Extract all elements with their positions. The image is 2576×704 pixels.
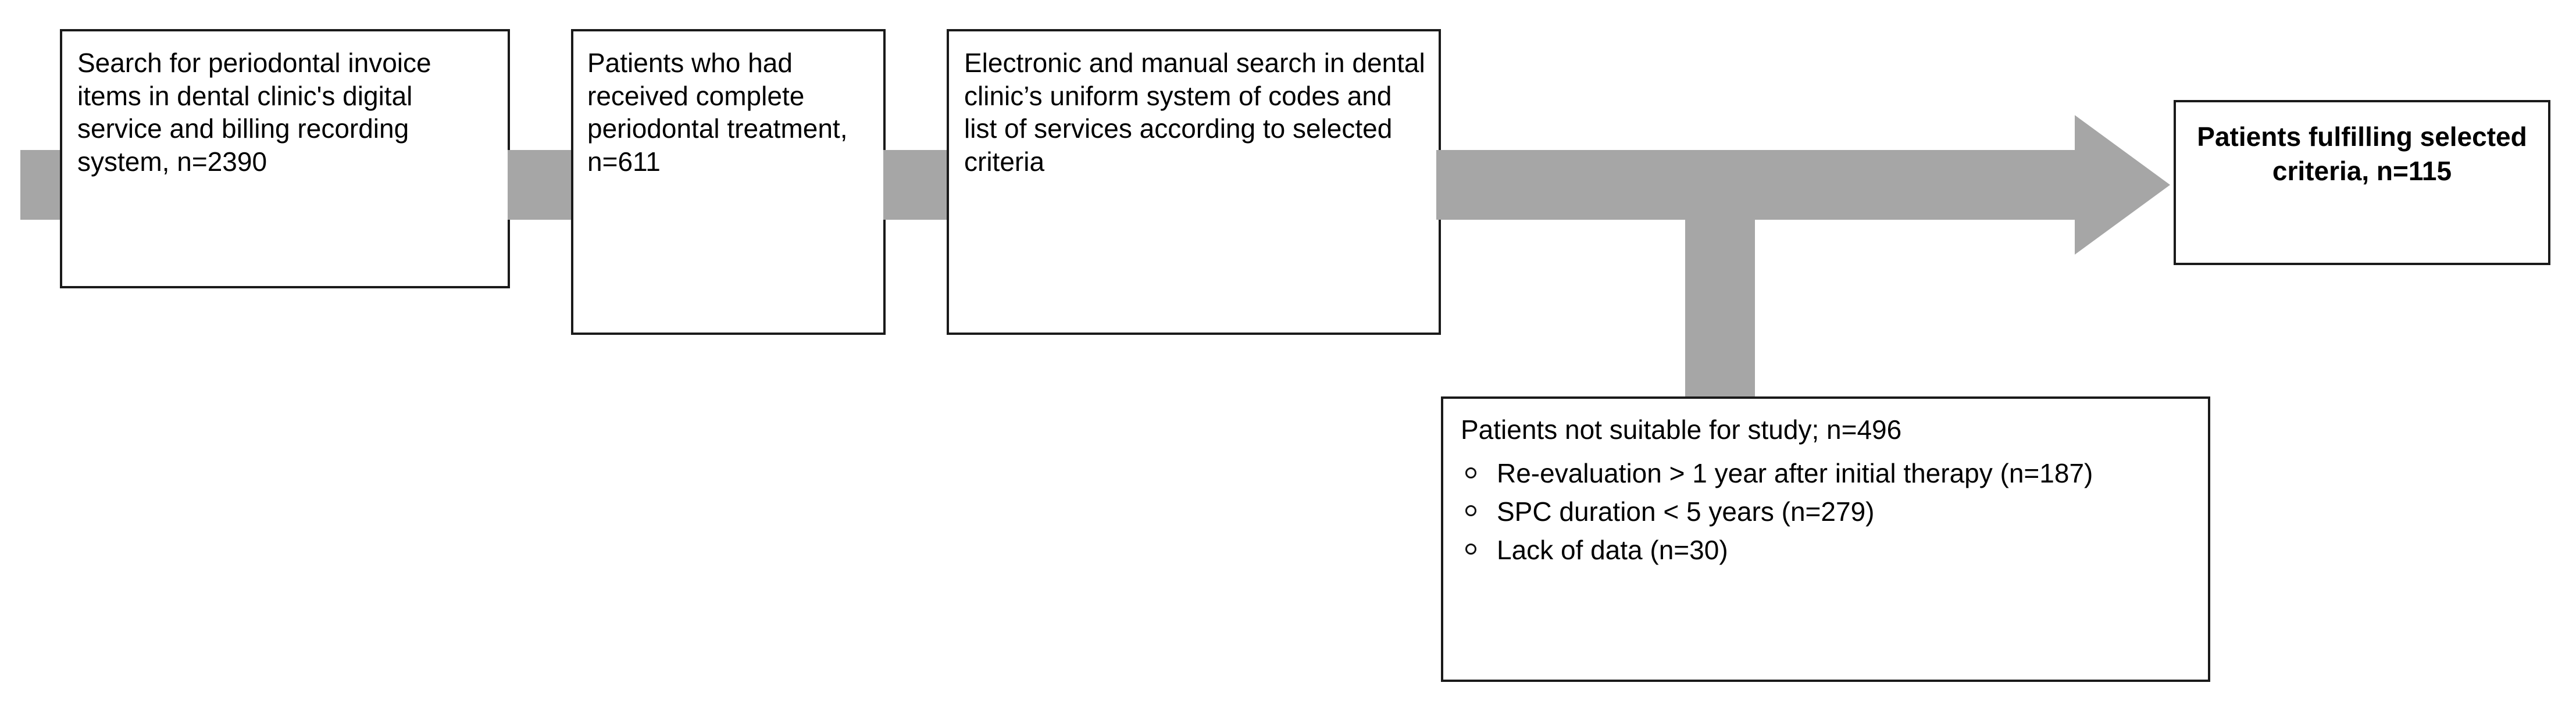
excluded-reason-list: Re-evaluation > 1 year after initial the… (1461, 456, 2193, 567)
node-source-text: Search for periodontal invoice items in … (77, 48, 431, 177)
excluded-reason-item: SPC duration < 5 years (n=279) (1461, 495, 2193, 530)
excluded-reason-text: SPC duration < 5 years (n=279) (1497, 496, 1875, 527)
excluded-reason-text: Re-evaluation > 1 year after initial the… (1497, 458, 2093, 489)
circle-bullet-icon (1465, 544, 1476, 555)
excluded-reason-text: Lack of data (n=30) (1497, 534, 1728, 565)
connector-treated-to-search (883, 150, 948, 220)
circle-bullet-icon (1465, 467, 1476, 478)
branch-arrow-search-to-result (1436, 115, 2175, 605)
node-search-method: Electronic and manual search in dental c… (947, 29, 1441, 335)
connector-stub-into-source (20, 150, 61, 220)
connector-source-to-treated (508, 150, 573, 220)
excluded-reason-item: Re-evaluation > 1 year after initial the… (1461, 456, 2193, 491)
node-result-text: Patients fulfilling selected criteria, n… (2197, 121, 2527, 186)
node-treated-text: Patients who had received complete perio… (587, 48, 848, 177)
node-search-text: Electronic and manual search in dental c… (964, 48, 1425, 177)
node-source-records: Search for periodontal invoice items in … (60, 29, 510, 288)
node-result-included: Patients fulfilling selected criteria, n… (2174, 100, 2550, 265)
node-treated-patients: Patients who had received complete perio… (571, 29, 886, 335)
branch-arrow-icon (1436, 115, 2170, 603)
excluded-title: Patients not suitable for study; n=496 (1461, 414, 1902, 445)
circle-bullet-icon (1465, 505, 1476, 517)
excluded-reason-item: Lack of data (n=30) (1461, 533, 2193, 568)
node-excluded-patients: Patients not suitable for study; n=496 R… (1441, 396, 2210, 682)
